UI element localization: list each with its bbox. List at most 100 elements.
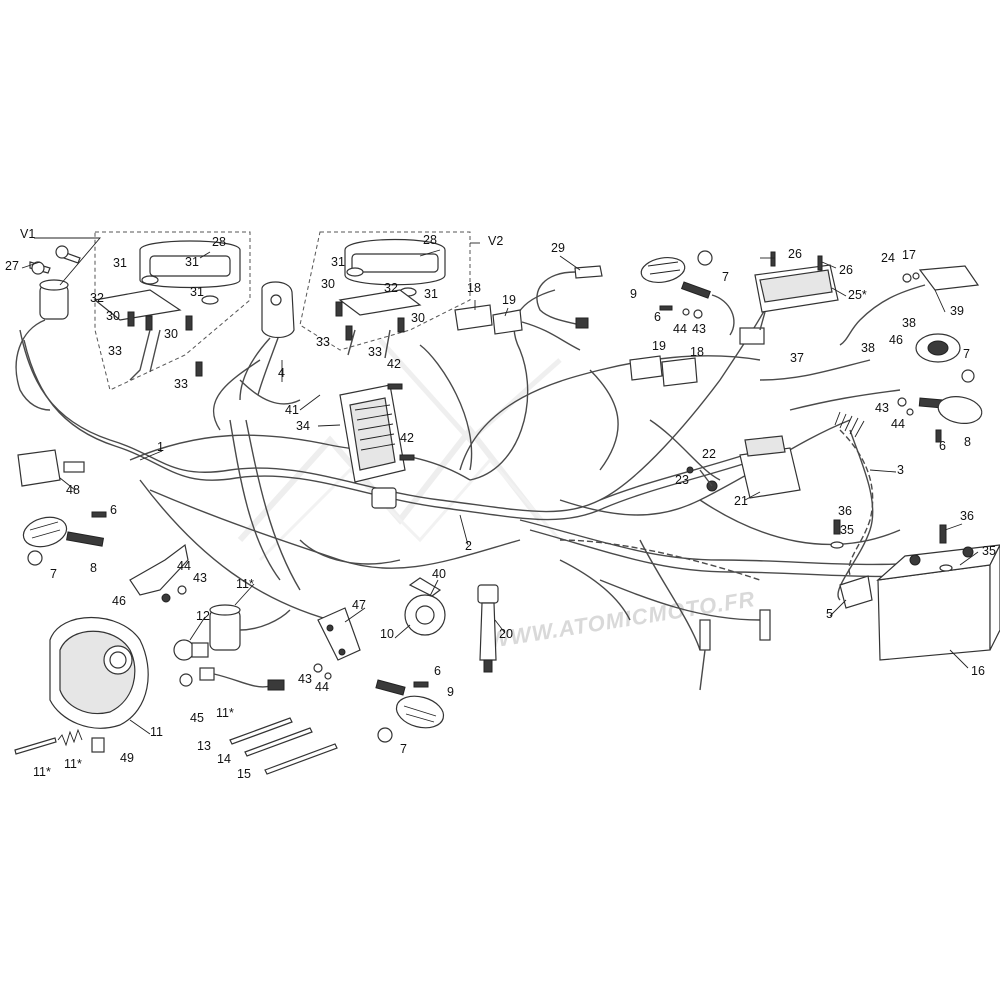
callout-label-5: 5 (826, 607, 833, 621)
ignition-switch-part (15, 245, 81, 411)
callout-label-30b: 30 (164, 327, 178, 341)
callout-label-2: 2 (465, 539, 472, 553)
licence-light-part (915, 333, 975, 383)
watermark-text: WWW.ATOMICMOTO.FR (487, 586, 757, 653)
callout-label-V1: V1 (20, 227, 35, 241)
callout-label-13: 13 (197, 739, 211, 753)
callout-label-46b: 46 (889, 333, 903, 347)
callout-label-27: 27 (5, 259, 19, 273)
callout-label-35a: 35 (840, 523, 854, 537)
callout-label-28a: 28 (212, 235, 226, 249)
callout-label-34: 34 (296, 419, 310, 433)
callout-label-9b: 9 (630, 287, 637, 301)
callout-label-26b: 26 (839, 263, 853, 277)
bracket-47-part (317, 607, 361, 661)
starter-relay-part (686, 435, 801, 499)
dashboard-v2-box (299, 231, 471, 351)
callout-label-6a: 6 (110, 503, 117, 517)
relays-mid-part (629, 355, 698, 387)
callout-label-32a: 32 (90, 291, 104, 305)
callout-label-V2: V2 (488, 234, 503, 248)
relays-top-part (454, 304, 581, 351)
callout-label-22: 22 (702, 447, 716, 461)
callout-label-19a: 19 (502, 293, 516, 307)
callout-label-33d: 33 (368, 345, 382, 359)
callout-label-33c: 33 (316, 335, 330, 349)
callout-label-41: 41 (285, 403, 299, 417)
battery-bolt-part (830, 519, 953, 572)
callout-label-38b: 38 (861, 341, 875, 355)
indicator-rear-right-part (375, 679, 445, 743)
callout-label-30c: 30 (321, 277, 335, 291)
ecu-unit-part (339, 384, 406, 509)
battery-part (876, 524, 1000, 661)
handlebar-switch-part (239, 281, 295, 401)
callout-label-43a: 43 (193, 571, 207, 585)
position-bulb-part (179, 667, 285, 691)
cable-ties-part (229, 717, 338, 775)
indicator-rear-left-part (897, 396, 983, 424)
callout-label-29: 29 (551, 241, 565, 255)
watermark-logo (237, 338, 562, 562)
callout-label-44d: 44 (891, 417, 905, 431)
callout-label-7a: 7 (50, 567, 57, 581)
callout-label-44c: 44 (673, 322, 687, 336)
callout-label-4: 4 (278, 366, 285, 380)
bracket-46-part (129, 543, 189, 603)
callout-label-37: 37 (790, 351, 804, 365)
callout-label-32b: 32 (384, 281, 398, 295)
main-harness (19, 289, 956, 651)
callout-label-18b: 18 (690, 345, 704, 359)
callout-label-31e: 31 (424, 287, 438, 301)
callout-label-30d: 30 (411, 311, 425, 325)
callout-label-31a: 31 (113, 256, 127, 270)
callout-label-49: 49 (120, 751, 134, 765)
callout-label-7d: 7 (963, 347, 970, 361)
callout-label-28b: 28 (423, 233, 437, 247)
callout-label-8b: 8 (964, 435, 971, 449)
callout-label-7b: 7 (400, 742, 407, 756)
callout-label-18a: 18 (467, 281, 481, 295)
callout-label-3: 3 (897, 463, 904, 477)
rear-light-part (839, 265, 980, 346)
callout-label-31b: 31 (185, 255, 199, 269)
callout-label-33b: 33 (174, 377, 188, 391)
callout-label-39: 39 (950, 304, 964, 318)
callout-label-19b: 19 (652, 339, 666, 353)
callout-label-43d: 43 (875, 401, 889, 415)
indicator-front-left-part (22, 516, 105, 566)
horn-part (404, 577, 446, 636)
callout-label-42a: 42 (387, 357, 401, 371)
headlight-bulb-part (173, 604, 291, 661)
callout-label-23: 23 (675, 473, 689, 487)
callout-label-26a: 26 (788, 247, 802, 261)
ignition-coil-part (477, 584, 499, 673)
callout-label-48: 48 (66, 483, 80, 497)
callout-label-31d: 31 (331, 255, 345, 269)
battery-bracket-part (839, 575, 873, 609)
callout-label-7c: 7 (722, 270, 729, 284)
callout-label-46a: 46 (112, 594, 126, 608)
callout-label-11s3: 11* (33, 765, 51, 779)
leader-lines (21, 237, 979, 735)
callout-label-45: 45 (190, 711, 204, 725)
callout-label-36b: 36 (960, 509, 974, 523)
callout-label-42b: 42 (400, 431, 414, 445)
headlight-part (49, 616, 149, 729)
callout-label-35b: 35 (982, 544, 996, 558)
callout-label-47: 47 (352, 598, 366, 612)
callout-label-11s1: 11* (236, 577, 254, 591)
callout-label-44b: 44 (315, 680, 329, 694)
callout-label-43c: 43 (692, 322, 706, 336)
callout-label-40: 40 (432, 567, 446, 581)
callout-label-43b: 43 (298, 672, 312, 686)
callout-label-15: 15 (237, 767, 251, 781)
dashboard-v2-part (335, 238, 446, 359)
dashboard-v1-box (94, 231, 251, 391)
callout-label-11s4: 11* (64, 757, 82, 771)
callout-label-20: 20 (499, 627, 513, 641)
spark-plug-caps-part (699, 609, 771, 691)
indicator-front-right-part (640, 250, 735, 336)
callout-label-12: 12 (196, 609, 210, 623)
